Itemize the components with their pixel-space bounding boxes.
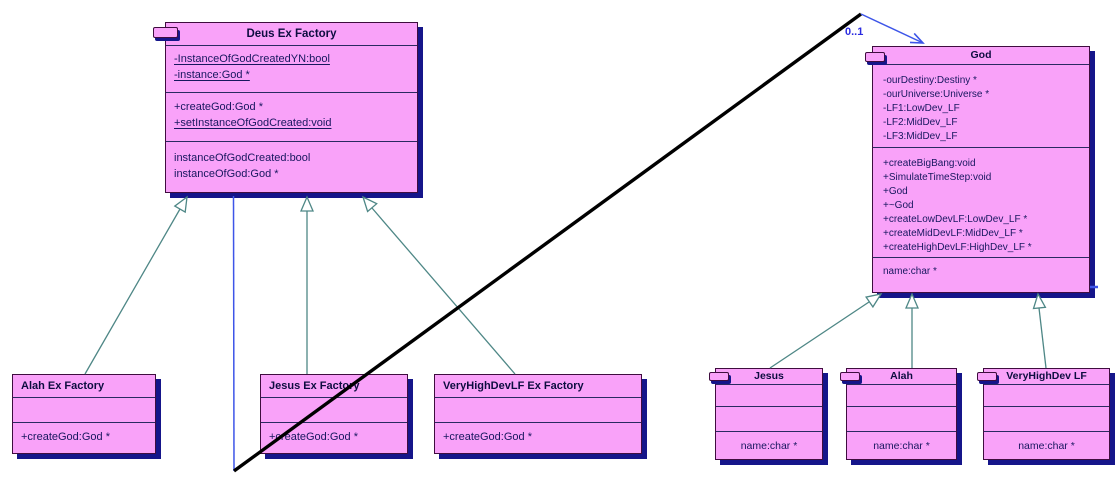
method-row: +createGod:God * [269,431,358,443]
open-arrowhead [909,32,925,44]
property-row: name:char * [873,440,930,452]
attributes-section [13,397,155,422]
attribute-row: -LF1:LowDev_LF [883,103,960,114]
generalization-jesus-to-god[interactable] [769,301,870,369]
class-box-veryhighdev-lf[interactable]: VeryHighDev LF name:char * [977,368,1110,460]
method-row: +createGod:God * [443,431,532,443]
methods-section: +createGod:God * [435,422,641,453]
class-title: Jesus [754,370,784,382]
class-box-alah[interactable]: Alah name:char * [840,368,957,460]
generalization-vhfactory-to-deus[interactable] [371,207,516,375]
properties-section: name:char * [984,431,1109,459]
method-row: +God [883,186,908,197]
triangle-arrowhead [905,292,919,309]
class-box-god[interactable]: God -ourDestiny:Destiny * -ourUniverse:U… [865,46,1090,293]
triangle-arrowhead [865,293,883,309]
attribute-row: -LF3:MidDev_LF [883,131,958,142]
attributes-section: -ourDestiny:Destiny * -ourUniverse:Unive… [873,64,1089,147]
attributes-section: -InstanceOfGodCreatedYN:bool -instance:G… [166,45,417,92]
method-row: +createBigBang:void [883,158,976,169]
method-row: +SimulateTimeStep:void [883,172,992,183]
attribute-row: -instance:God * [174,69,250,81]
class-box-jesus-ex-factory[interactable]: Jesus Ex Factory +createGod:God * [260,374,408,454]
class-title: Alah [890,370,913,382]
method-row: +~God [883,200,914,211]
attributes-section [435,397,641,422]
class-title: Jesus Ex Factory [269,380,360,392]
properties-section: name:char * [847,431,956,459]
generalization-alahfactory-to-deus[interactable] [84,208,181,375]
properties-section: name:char * [873,257,1089,291]
methods-section: +createBigBang:void +SimulateTimeStep:vo… [873,147,1089,257]
class-icon [977,372,997,381]
attribute-row: -LF2:MidDev_LF [883,117,958,128]
attributes-section [984,384,1109,406]
property-row: name:char * [740,440,798,452]
methods-section: +createGod:God * +setInstanceOfGodCreate… [166,92,417,141]
property-row: instanceOfGodCreated:bool [174,152,311,164]
attributes-section [716,384,822,406]
generalization-veryhighdev-to-god[interactable] [1038,307,1047,369]
triangle-arrowhead [173,195,188,214]
class-icon [840,372,860,381]
method-row: +setInstanceOfGodCreated:void [174,117,332,129]
attribute-row: -InstanceOfGodCreatedYN:bool [174,53,330,65]
triangle-arrowhead [300,195,314,212]
class-title: God [970,49,992,61]
class-box-alah-ex-factory[interactable]: Alah Ex Factory +createGod:God * [12,374,156,454]
class-icon [153,27,178,38]
class-title: VeryHighDev LF [1006,370,1087,382]
properties-section: instanceOfGodCreated:bool instanceOfGod:… [166,141,417,192]
method-row: +createHighDevLF:HighDev_LF * [883,242,1032,253]
attribute-row: -ourUniverse:Universe * [883,89,990,100]
properties-section: name:char * [716,431,822,459]
attributes-section [847,384,956,406]
method-row: +createGod:God * [174,101,263,113]
triangle-arrowhead [361,195,378,213]
method-row: +createGod:God * [21,431,110,443]
attribute-row: -ourDestiny:Destiny * [883,75,977,86]
class-title: Deus Ex Factory [246,28,337,40]
multiplicity-label[interactable]: 0..1 [845,26,864,38]
association-segment-vertical[interactable] [232,195,235,472]
class-title: VeryHighDevLF Ex Factory [443,380,584,392]
methods-section: +createGod:God * [261,422,407,453]
method-row: +createMidDevLF:MidDev_LF * [883,228,1023,239]
triangle-arrowhead [1032,292,1047,310]
methods-section [847,406,956,431]
method-row: +createLowDevLF:LowDev_LF * [883,214,1028,225]
property-row: name:char * [883,266,937,277]
methods-section [984,406,1109,431]
class-icon [709,372,729,381]
class-box-jesus[interactable]: Jesus name:char * [709,368,823,460]
methods-section [716,406,822,431]
methods-section: +createGod:God * [13,422,155,453]
property-row: name:char * [1018,440,1075,452]
class-icon [865,52,885,62]
class-box-deus-ex-factory[interactable]: Deus Ex Factory -InstanceOfGodCreatedYN:… [153,22,418,193]
class-box-veryhighdevlf-ex-factory[interactable]: VeryHighDevLF Ex Factory +createGod:God … [434,374,642,454]
association-segment-to-god[interactable] [860,13,924,44]
attributes-section [261,397,407,422]
class-title: Alah Ex Factory [21,380,105,392]
property-row: instanceOfGod:God * [174,168,279,180]
